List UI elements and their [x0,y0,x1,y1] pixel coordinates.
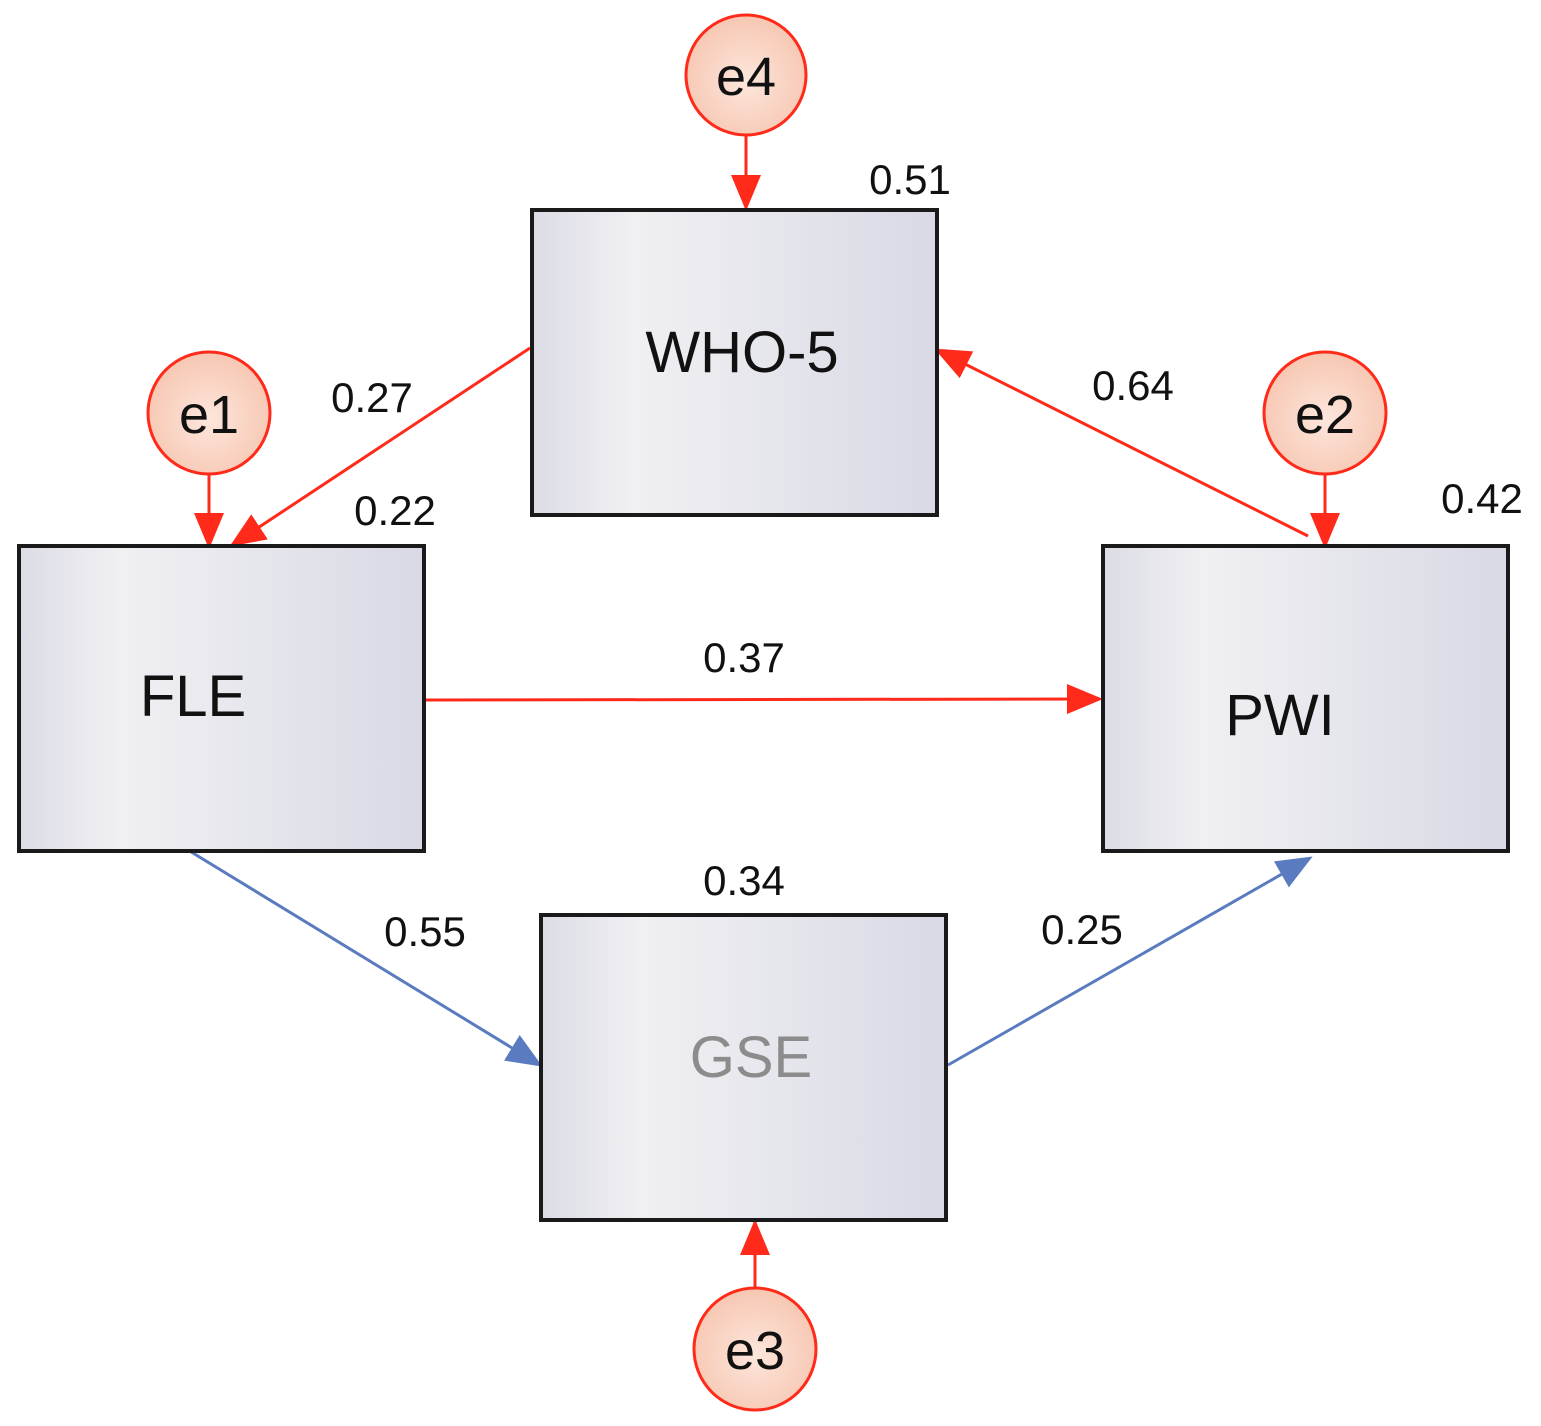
coef-who5-to-fle: 0.27 [331,374,413,421]
error-e1-label: e1 [179,385,239,445]
coef-gse-to-pwi: 0.25 [1041,906,1123,953]
variable-who5: WHO-5 0.51 [530,156,951,517]
path-gse-to-pwi [947,856,1313,1067]
variable-fle-r2: 0.22 [354,487,436,534]
error-e4-label: e4 [716,47,776,107]
coef-pwi-to-who5: 0.64 [1092,362,1174,409]
error-e3-label: e3 [725,1321,785,1381]
coef-fle-to-gse: 0.55 [384,908,466,955]
error-e2: e2 [1262,350,1388,476]
variable-pwi: PWI 0.42 [1101,475,1523,853]
path-who5-to-fle [229,346,531,547]
coef-fle-to-pwi: 0.37 [703,634,785,681]
path-fle-to-gse [187,848,543,1067]
path-pwi-to-who5 [934,348,1309,538]
error-e4: e4 [684,13,808,137]
error-e2-label: e2 [1295,385,1355,445]
variable-pwi-label: PWI [1225,683,1335,748]
variable-pwi-r2: 0.42 [1441,475,1523,522]
error-e1: e1 [146,350,272,476]
variable-gse-r2: 0.34 [703,857,785,904]
variable-who5-r2: 0.51 [869,156,951,203]
variable-who5-label: WHO-5 [645,320,838,385]
error-e3: e3 [692,1286,818,1412]
variable-gse-label: GSE [690,1025,813,1090]
variable-gse: GSE 0.34 [539,857,948,1222]
path-fle-to-pwi [424,684,1103,715]
variable-fle-label: FLE [140,664,246,729]
variable-fle: FLE 0.22 [17,487,436,853]
